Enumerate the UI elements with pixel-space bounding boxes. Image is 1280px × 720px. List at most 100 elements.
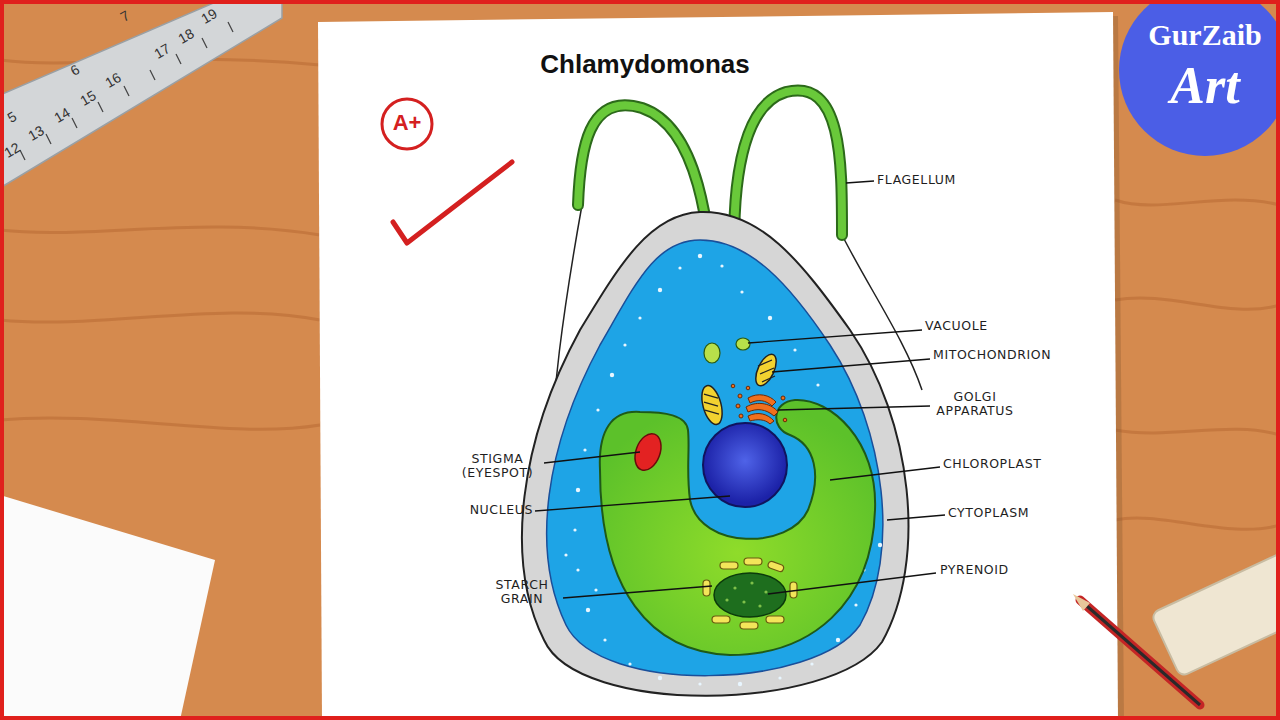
- golgi-vesicle: [731, 384, 735, 388]
- cytoplasm-granule: [576, 488, 580, 492]
- leader-line: [830, 467, 940, 480]
- starch-grain: [744, 558, 762, 565]
- starch-grain: [703, 580, 710, 596]
- golgi-vesicle: [739, 414, 743, 418]
- part-label: NUCLEUS: [400, 503, 533, 517]
- starch-grain: [740, 622, 758, 629]
- paper-sheet: [318, 12, 1118, 720]
- part-label: GOLGI APPARATUS: [925, 390, 1025, 419]
- wood-grain: [1115, 518, 1280, 529]
- vacuole: [736, 338, 750, 350]
- cytoplasm-granule: [698, 254, 702, 258]
- leader-lines: [535, 181, 945, 598]
- diagram-title: Chlamydomonas: [470, 50, 820, 80]
- ruler-number: 16: [96, 66, 130, 95]
- leader-line: [535, 496, 730, 511]
- cytoplasm-granule: [573, 528, 576, 531]
- ruler-tick: [202, 38, 207, 48]
- ruler-tick: [72, 118, 77, 128]
- leader-line: [846, 181, 874, 183]
- leader-line: [768, 573, 936, 594]
- cytoplasm-granule: [720, 264, 723, 267]
- cytoplasm-granule: [793, 348, 796, 351]
- cytoplasm-granules: [564, 254, 882, 686]
- cytoplasm-granule: [594, 588, 597, 591]
- watermark: GurZaib: [1120, 18, 1280, 53]
- cytoplasm-granule: [854, 603, 857, 606]
- cytoplasm-granule: [596, 408, 599, 411]
- ruler-number: 18: [169, 22, 203, 51]
- golgi-apparatus: [731, 384, 787, 424]
- leader-line: [748, 330, 922, 343]
- cytoplasm-granule: [603, 638, 606, 641]
- pyrenoid-dots: [725, 581, 767, 607]
- ruler-number: 19: [192, 2, 226, 31]
- wood-grain: [1115, 298, 1280, 309]
- part-label: CYTOPLASM: [948, 506, 1078, 520]
- cytoplasm-granule: [698, 682, 701, 685]
- watermark: Art: [1120, 56, 1280, 116]
- cytoplasm-granule: [878, 543, 882, 547]
- ruler-number: 6: [58, 56, 92, 85]
- wood-grain: [1115, 429, 1280, 435]
- golgi-vesicle: [783, 418, 787, 422]
- pencil: [1080, 600, 1200, 705]
- part-label: MITOCHONDRION: [933, 348, 1073, 362]
- cell-wall: [522, 212, 908, 696]
- loose-paper: [0, 495, 215, 720]
- starch-grain: [767, 560, 784, 572]
- nucleus: [703, 423, 787, 507]
- leader-line: [887, 515, 945, 520]
- cytoplasm-granule: [638, 316, 641, 319]
- part-label: STARCH GRAIN: [482, 578, 562, 607]
- cytoplasm-granule: [836, 638, 840, 642]
- pyrenoid-dot: [764, 590, 767, 593]
- pyrenoid: [714, 573, 786, 617]
- cytoplasm-granule: [810, 662, 813, 665]
- cytoplasm-granule: [778, 676, 781, 679]
- ruler-number: 12: [0, 136, 29, 165]
- golgi-cisterna: [748, 414, 774, 424]
- cytoplasm-granule: [658, 676, 662, 680]
- ruler-ticks: [20, 22, 233, 160]
- part-label: STIGMA (EYESPOT): [450, 452, 545, 481]
- leader-line: [778, 406, 930, 410]
- ruler-number: 13: [19, 119, 53, 148]
- ruler-tick: [98, 102, 103, 112]
- ruler-number: 15: [71, 84, 105, 113]
- golgi-vesicle: [736, 404, 740, 408]
- wood-grain: [1115, 200, 1280, 205]
- golgi-vesicle: [738, 394, 742, 398]
- ruler: [0, 0, 282, 188]
- part-label: FLAGELLUM: [877, 173, 1007, 187]
- leader-line: [544, 452, 640, 463]
- cytoplasm-granule: [583, 448, 586, 451]
- mitochondrion: [698, 383, 726, 426]
- part-label: PYRENOID: [940, 563, 1070, 577]
- wood-grain: [0, 227, 320, 235]
- cytoplasm-granule: [658, 288, 662, 292]
- ruler-number: 5: [0, 103, 29, 132]
- pencil-stripe: [1080, 600, 1200, 705]
- cytoplasm-granule: [628, 662, 631, 665]
- cytoplasm: [547, 240, 883, 676]
- starch-grains: [703, 558, 797, 629]
- ruler-tick: [124, 86, 129, 96]
- starch-grain: [766, 616, 784, 623]
- ruler-tick: [176, 54, 181, 64]
- ruler-number: 7: [108, 2, 142, 31]
- mitochondrion: [752, 351, 781, 389]
- part-label: CHLOROPLAST: [943, 457, 1073, 471]
- check-mark: [393, 162, 512, 243]
- eraser: [1151, 550, 1280, 677]
- pyrenoid-dot: [742, 600, 745, 603]
- mitochondrion: [752, 351, 781, 389]
- part-label: VACUOLE: [925, 319, 1055, 333]
- golgi-vesicle: [746, 386, 750, 390]
- starch-grain: [720, 562, 738, 569]
- cytoplasm-granule: [816, 383, 819, 386]
- pencil-tip: [1073, 594, 1090, 611]
